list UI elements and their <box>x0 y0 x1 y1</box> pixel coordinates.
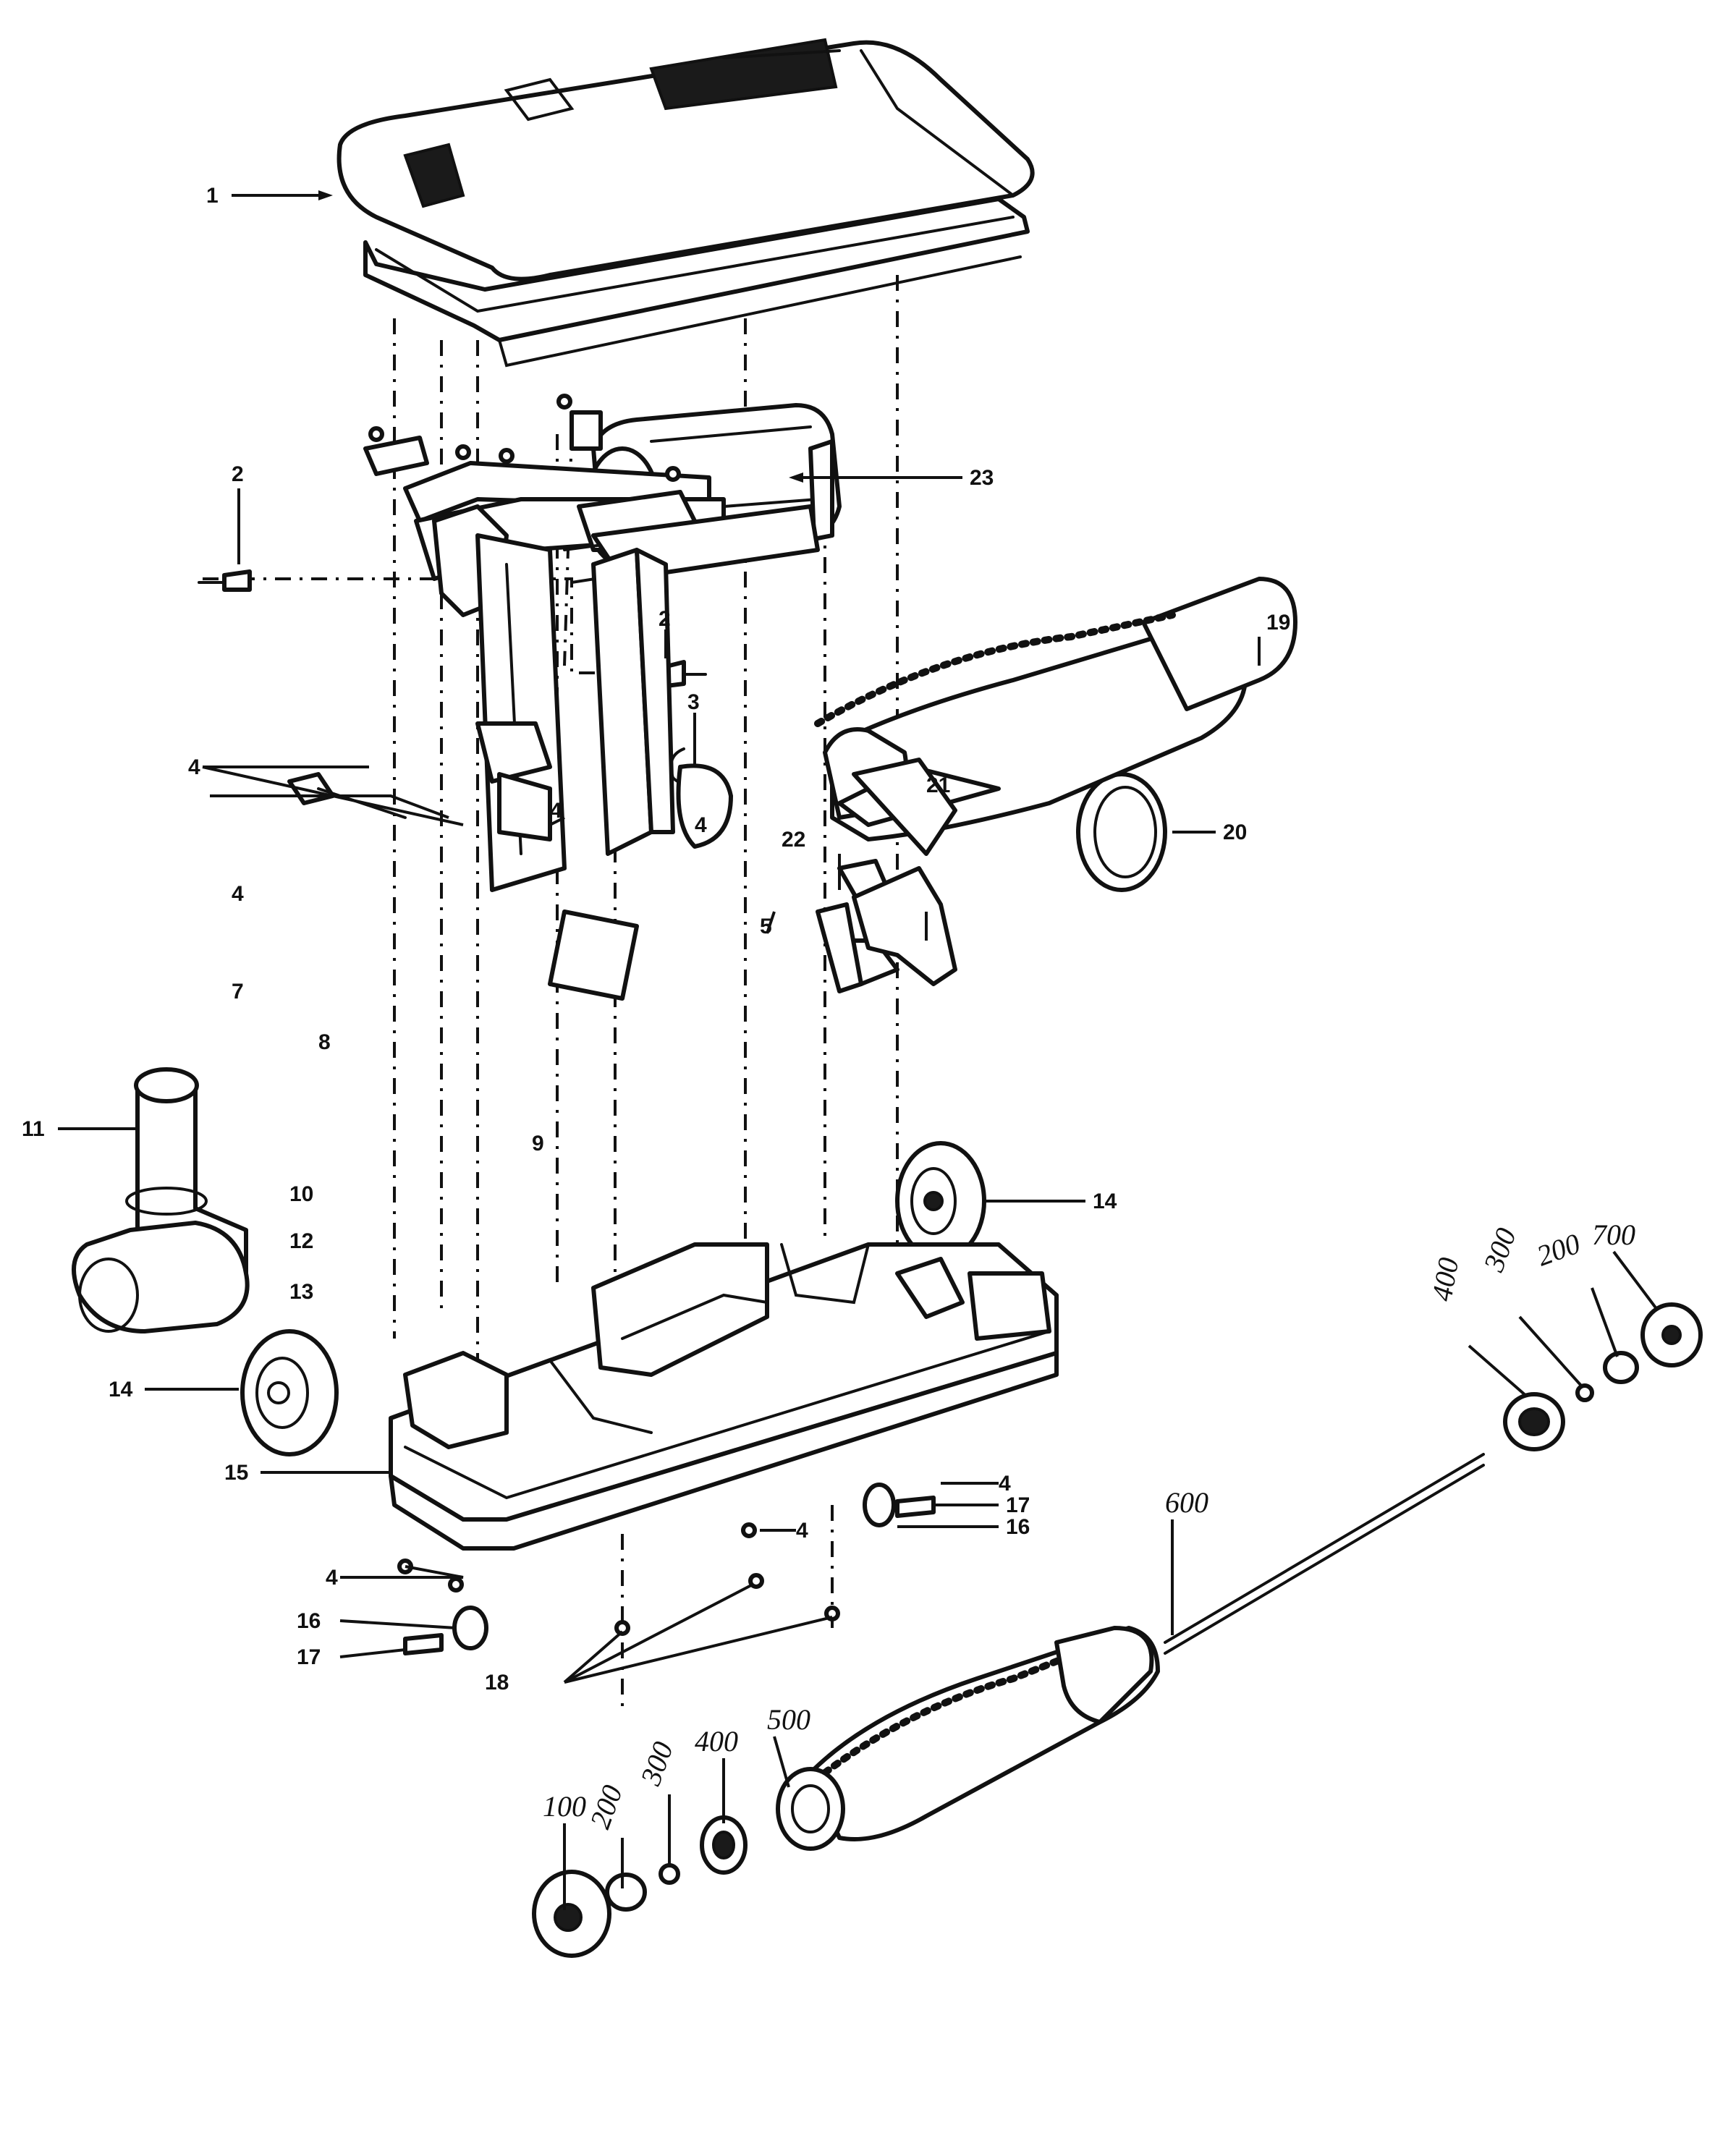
label-13: 13 <box>289 1280 313 1304</box>
brushroll-assembly <box>532 1302 1703 1958</box>
label-10: 10 <box>289 1182 313 1206</box>
label-22: 22 <box>782 828 805 852</box>
label-2-center: 2 <box>659 607 671 631</box>
label-9: 9 <box>532 1132 544 1155</box>
base-nozzle <box>389 1242 1059 1551</box>
label-600: 600 <box>1165 1486 1208 1519</box>
label-400-right: 400 <box>1426 1255 1465 1304</box>
leader-lines <box>58 190 1659 1910</box>
label-700: 700 <box>1592 1218 1635 1251</box>
label-100: 100 <box>543 1790 586 1823</box>
label-17-left: 17 <box>297 1645 321 1669</box>
label-4-right: 4 <box>999 1472 1011 1496</box>
label-300-left: 300 <box>634 1737 679 1790</box>
label-20: 20 <box>1223 820 1247 844</box>
label-19: 19 <box>1266 611 1290 635</box>
hose-adapter <box>72 1067 250 1333</box>
label-4-bottom-center: 4 <box>796 1519 808 1543</box>
label-5: 5 <box>760 915 772 938</box>
label-4-upper: 4 <box>550 799 562 823</box>
rear-wheel-right <box>895 1141 986 1261</box>
label-17-right: 17 <box>1006 1493 1030 1517</box>
label-4-left: 4 <box>232 882 244 906</box>
label-4-top: 4 <box>188 755 200 779</box>
label-12: 12 <box>289 1229 313 1253</box>
label-16-left: 16 <box>297 1609 321 1633</box>
rear-wheel-left <box>240 1329 339 1456</box>
label-7: 7 <box>232 980 244 1004</box>
label-300-right: 300 <box>1477 1224 1523 1276</box>
label-8: 8 <box>318 1030 331 1054</box>
label-14-right: 14 <box>1093 1190 1117 1213</box>
label-23: 23 <box>970 466 994 490</box>
label-4-center: 4 <box>695 813 707 837</box>
hood-cover <box>336 38 1035 368</box>
frame-assembly <box>287 394 726 1001</box>
label-400-left: 400 <box>695 1725 738 1757</box>
clip-22 <box>816 902 863 993</box>
label-14-left: 14 <box>109 1378 133 1401</box>
label-3: 3 <box>687 690 700 714</box>
label-18: 18 <box>485 1671 509 1695</box>
label-15: 15 <box>224 1461 248 1485</box>
clip-21 <box>852 866 957 986</box>
label-500: 500 <box>767 1703 810 1736</box>
label-1: 1 <box>206 184 219 208</box>
label-2-left: 2 <box>232 462 244 486</box>
label-200-left: 200 <box>583 1781 629 1833</box>
fan-housing <box>591 504 820 856</box>
label-4-bottom-left: 4 <box>326 1566 338 1590</box>
label-11: 11 <box>22 1117 45 1141</box>
label-200-right: 200 <box>1533 1227 1585 1273</box>
label-21: 21 <box>926 773 950 797</box>
label-16-right: 16 <box>1006 1515 1030 1539</box>
